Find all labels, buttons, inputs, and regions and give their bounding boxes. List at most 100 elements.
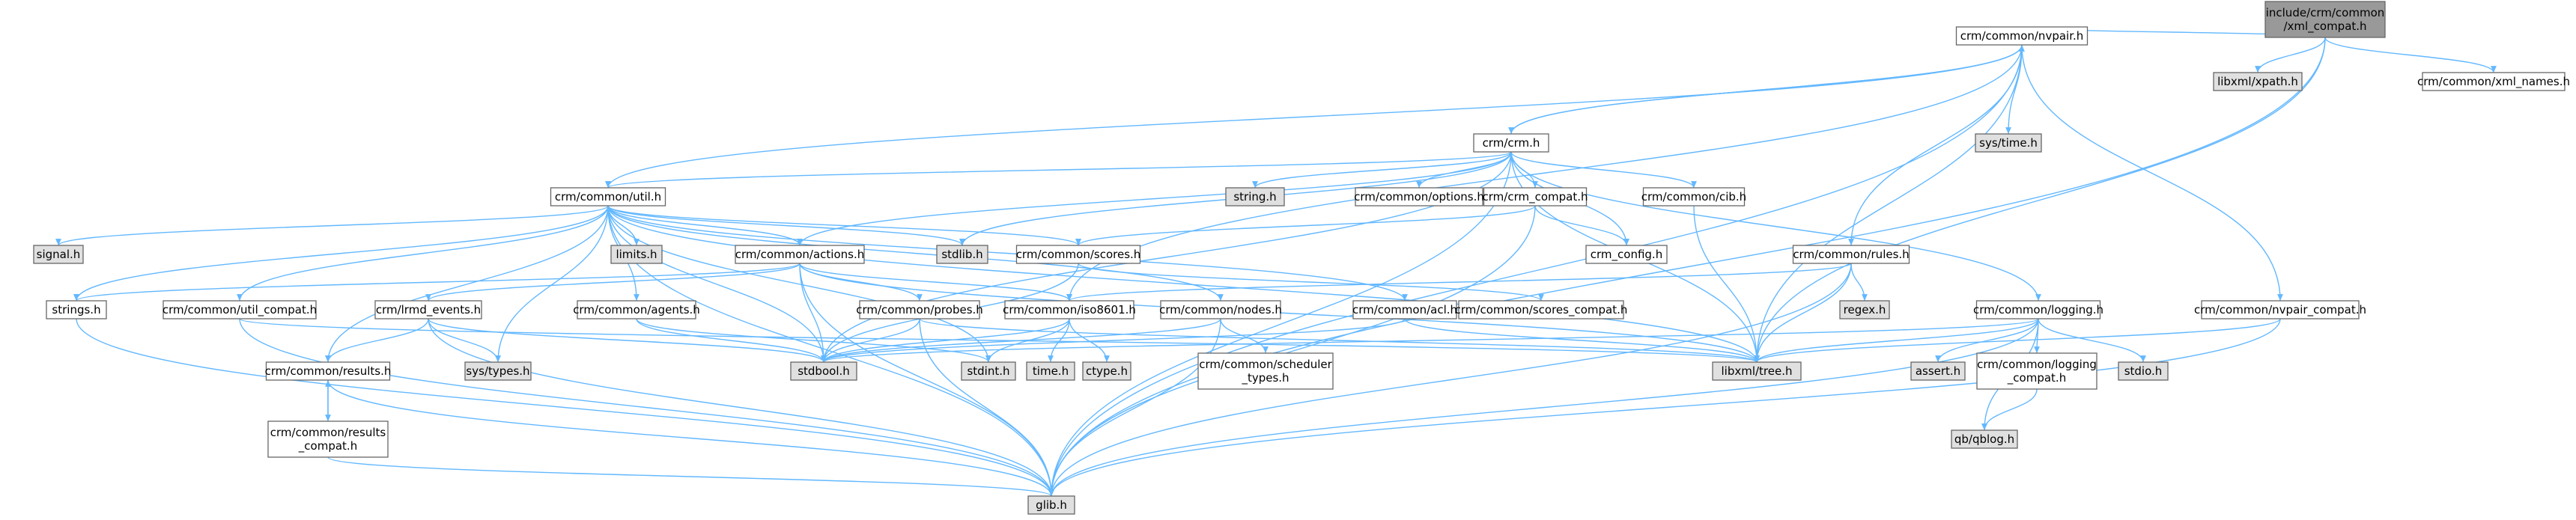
node-nodes[interactable]: crm/common/nodes.h	[1159, 300, 1282, 319]
node-signal[interactable]: signal.h	[33, 245, 84, 264]
node-root[interactable]: include/crm/common/xml_compat.h	[2264, 1, 2386, 38]
node-iso8601[interactable]: crm/common/iso8601.h	[1003, 300, 1136, 319]
edge-util-compat-to-glib	[239, 318, 1054, 497]
node-agents[interactable]: crm/common/agents.h	[573, 300, 700, 319]
node-regex[interactable]: regex.h	[1839, 300, 1890, 319]
node-cib[interactable]: crm/common/cib.h	[1641, 187, 1746, 207]
edge-util-to-signal	[55, 205, 609, 246]
edge-util-to-systypes	[495, 205, 609, 363]
edge-results-to-glib	[327, 379, 1054, 497]
node-util-compat[interactable]: crm/common/util_compat.h	[162, 300, 317, 319]
node-box	[464, 361, 532, 381]
node-label: crm/common/cib.h	[1641, 190, 1746, 204]
edge-iso8601-to-ctype	[1069, 318, 1110, 363]
edge-nodes-to-glib	[1048, 318, 1221, 497]
node-logging[interactable]: crm/common/logging.h	[1973, 300, 2103, 319]
node-options[interactable]: crm/common/options.h	[1354, 187, 1484, 207]
node-acl[interactable]: crm/common/acl.h	[1352, 300, 1457, 319]
node-scheduler[interactable]: crm/common/scheduler_types.h	[1197, 352, 1334, 390]
node-label: time.h	[1033, 364, 1069, 378]
edge-logging-to-stdio	[2038, 318, 2146, 363]
node-box	[1975, 300, 2101, 319]
node-box	[1082, 361, 1131, 381]
node-stdint[interactable]: stdint.h	[961, 361, 1016, 381]
node-label: _types.h	[1241, 371, 1289, 385]
node-box	[1483, 187, 1588, 207]
node-scores[interactable]: crm/common/scores.h	[1015, 245, 1141, 264]
edge-crm-to-glib	[1048, 151, 1512, 497]
edge-crm-to-actions	[797, 151, 1512, 246]
node-box	[1015, 245, 1141, 264]
node-crm-config[interactable]: crm_config.h	[1585, 245, 1668, 264]
node-box	[1642, 187, 1746, 207]
node-systime[interactable]: sys/time.h	[1975, 133, 2042, 153]
node-box	[1792, 245, 1910, 264]
edge-rules-to-glib	[1048, 263, 1852, 497]
node-label: crm/common/actions.h	[735, 248, 864, 261]
node-box	[1951, 429, 2018, 449]
node-label: stdbool.h	[798, 364, 850, 378]
node-crm[interactable]: crm/crm.h	[1473, 133, 1549, 153]
node-strings[interactable]: strings.h	[46, 300, 107, 319]
node-string[interactable]: string.h	[1225, 187, 1285, 207]
node-label: libxml/xpath.h	[2217, 75, 2298, 88]
node-results[interactable]: crm/common/results.h	[265, 361, 392, 381]
node-probes[interactable]: crm/common/probes.h	[856, 300, 983, 319]
node-lrmd[interactable]: crm/lrmd_events.h	[374, 300, 482, 319]
node-libxml-tree[interactable]: libxml/tree.h	[1712, 361, 1802, 381]
node-nvpair-compat[interactable]: crm/common/nvpair_compat.h	[2194, 300, 2366, 319]
node-crm-compat[interactable]: crm/crm_compat.h	[1483, 187, 1588, 207]
edge-logging-to-assert	[1935, 318, 2039, 363]
node-label: _compat.h	[298, 439, 357, 453]
node-xpath[interactable]: libxml/xpath.h	[2213, 72, 2303, 91]
edge-util-to-strings	[73, 205, 609, 302]
node-ctype[interactable]: ctype.h	[1082, 361, 1131, 381]
node-stdio[interactable]: stdio.h	[2118, 361, 2169, 381]
node-time[interactable]: time.h	[1026, 361, 1075, 381]
edge-util-to-stdlib	[607, 205, 965, 246]
node-label: sys/types.h	[466, 364, 529, 378]
node-rules[interactable]: crm/common/rules.h	[1792, 245, 1910, 264]
node-assert[interactable]: assert.h	[1910, 361, 1966, 381]
edge-crm-to-cib	[1510, 151, 1697, 189]
node-box	[1976, 352, 2097, 390]
edge-util-to-stdint	[607, 205, 991, 363]
edge-actions-to-stdbool	[799, 263, 827, 363]
node-label: crm/common/nodes.h	[1159, 303, 1282, 316]
node-util[interactable]: crm/common/util.h	[550, 187, 666, 207]
edge-agents-to-stdint	[636, 318, 991, 363]
edge-actions-to-probes	[799, 263, 923, 302]
node-nvpair[interactable]: crm/common/nvpair.h	[1955, 26, 2089, 46]
edge-nodes-to-scheduler	[1220, 318, 1269, 354]
node-label: crm/common/acl.h	[1352, 303, 1457, 316]
node-results-compat[interactable]: crm/common/results_compat.h	[267, 420, 389, 458]
node-xml-names[interactable]: crm/common/xml_names.h	[2417, 72, 2570, 91]
edge-util-to-nodes	[607, 205, 1224, 302]
node-box	[1160, 300, 1281, 319]
node-label: crm/common/rules.h	[1793, 248, 1909, 261]
node-label: stdio.h	[2124, 364, 2163, 378]
node-logging-compat[interactable]: crm/common/logging_compat.h	[1976, 352, 2097, 390]
node-scores-compat[interactable]: crm/common/scores_compat.h	[1455, 300, 1628, 319]
node-glib[interactable]: glib.h	[1027, 495, 1075, 515]
node-box	[1975, 133, 2042, 153]
node-box	[735, 245, 865, 264]
node-box	[1585, 245, 1668, 264]
edge-crm-to-string	[1252, 151, 1512, 189]
edge-nvpair-to-systime	[2005, 44, 2023, 135]
edge-nvpair-compat-to-glib	[1048, 318, 2281, 497]
node-limits[interactable]: limits.h	[610, 245, 663, 264]
node-box	[267, 420, 389, 458]
node-qblog[interactable]: qb/qblog.h	[1951, 429, 2018, 449]
node-label: assert.h	[1916, 364, 1960, 378]
node-label: crm/common/probes.h	[856, 303, 983, 316]
edge-crm-to-nvpair	[1510, 44, 2025, 135]
node-systypes[interactable]: sys/types.h	[464, 361, 532, 381]
node-box	[1004, 300, 1134, 319]
node-actions[interactable]: crm/common/actions.h	[735, 245, 865, 264]
node-box	[550, 187, 666, 207]
edge-probes-to-stdbool	[821, 318, 920, 363]
node-stdlib[interactable]: stdlib.h	[936, 245, 988, 264]
node-stdbool[interactable]: stdbool.h	[790, 361, 857, 381]
node-box	[859, 300, 980, 319]
